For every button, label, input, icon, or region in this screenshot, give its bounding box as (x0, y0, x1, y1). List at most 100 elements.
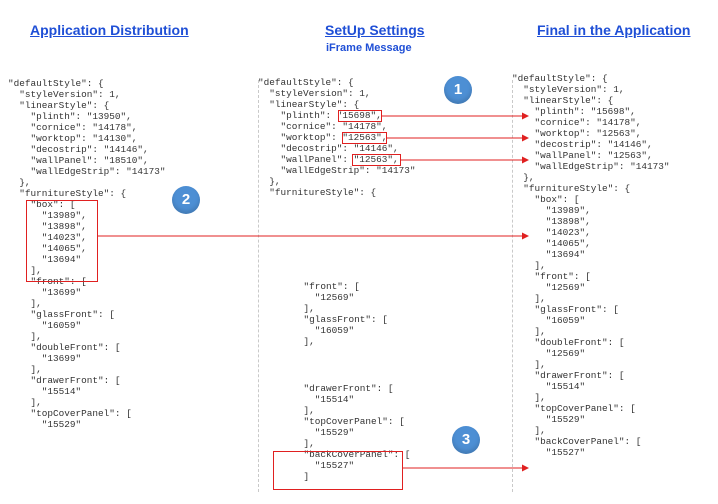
code-line: "glassFront": [ (8, 309, 115, 320)
highlight-plinth-value (338, 110, 382, 122)
code-line: "decostrip": "14146", (258, 143, 399, 154)
code-line: "drawerFront": [ (8, 375, 121, 386)
code-line: "furnitureStyle": { (8, 188, 127, 199)
code-line: "drawerFront": [ (281, 383, 394, 394)
code-line: "16059" (8, 320, 82, 331)
code-line: "wallPanel": "12563", (512, 150, 653, 161)
code-line: "worktop": "12563", (258, 132, 388, 143)
code-line: ], (512, 359, 546, 370)
code-line: "cornice": "14178", (512, 117, 642, 128)
code-line: "14065", (8, 243, 87, 254)
code-line: }, (258, 176, 281, 187)
code-line: "decostrip": "14146", (512, 139, 653, 150)
code-line: "15514" (512, 381, 586, 392)
code-line: "styleVersion": 1, (8, 89, 121, 100)
code-line: "front": [ (281, 281, 360, 292)
header-setup-settings: SetUp Settings (325, 22, 425, 38)
code-line: "15529" (512, 414, 586, 425)
code-line: "defaultStyle": { (512, 73, 608, 84)
code-line: ], (512, 425, 546, 436)
code-line: ], (512, 260, 546, 271)
code-line: ], (8, 364, 42, 375)
code-line: "15514" (8, 386, 82, 397)
code-line: "box": [ (512, 194, 580, 205)
code-line: "13898", (512, 216, 591, 227)
code-line: "furnitureStyle": { (258, 187, 377, 198)
highlight-backcoverpanel (273, 451, 403, 490)
code-line: "15527" (512, 447, 586, 458)
code-line: "backCoverPanel": [ (281, 449, 411, 460)
code-line: "wallEdgeStrip": "14173" (8, 166, 166, 177)
highlight-worktop-value (342, 132, 387, 144)
code-line: "12569" (512, 348, 586, 359)
code-line: ] (281, 471, 310, 482)
code-line: "defaultStyle": { (258, 77, 354, 88)
code-line: "styleVersion": 1, (512, 84, 625, 95)
code-line: "linearStyle": { (512, 95, 614, 106)
code-line: "plinth": "15698", (512, 106, 636, 117)
code-line: ], (281, 303, 315, 314)
code-line: "cornice": "14178", (258, 121, 388, 132)
code-line: ], (281, 405, 315, 416)
code-line: "13699" (8, 353, 82, 364)
code-line: "worktop": "12563", (512, 128, 642, 139)
code-line: "glassFront": [ (512, 304, 619, 315)
code-line: "defaultStyle": { (8, 78, 104, 89)
code-line: "15527" (281, 460, 355, 471)
code-line: }, (512, 172, 535, 183)
code-line: "wallPanel": "12563", (258, 154, 399, 165)
code-line: "topCoverPanel": [ (281, 416, 405, 427)
code-line: "topCoverPanel": [ (8, 408, 132, 419)
code-line: "16059" (512, 315, 586, 326)
step-badge-2: 2 (172, 186, 200, 214)
code-line: "13898", (8, 221, 87, 232)
code-line: "topCoverPanel": [ (512, 403, 636, 414)
code-line: "backCoverPanel": [ (512, 436, 642, 447)
code-line: "14023", (512, 227, 591, 238)
highlight-wallpanel-value (352, 154, 401, 166)
code-line: ], (8, 265, 42, 276)
code-line: "glassFront": [ (281, 314, 388, 325)
code-line: ], (8, 298, 42, 309)
code-line: }, (8, 177, 31, 188)
code-line: "wallEdgeStrip": "14173" (512, 161, 670, 172)
code-line: "13694" (8, 254, 82, 265)
step-badge-1: 1 (444, 76, 472, 104)
code-line: "13989", (8, 210, 87, 221)
code-line: "15529" (8, 419, 82, 430)
header-application-distribution: Application Distribution (30, 22, 189, 38)
subheader-iframe-message: iFrame Message (326, 42, 412, 54)
code-line: "furnitureStyle": { (512, 183, 631, 194)
code-line: "linearStyle": { (258, 99, 360, 110)
header-final-in-application: Final in the Application (537, 22, 691, 38)
code-line: "15514" (281, 394, 355, 405)
code-line: "linearStyle": { (8, 100, 110, 111)
code-line: ], (512, 392, 546, 403)
code-line: "decostrip": "14146", (8, 144, 149, 155)
code-line: "front": [ (512, 271, 591, 282)
code-line: ], (512, 293, 546, 304)
highlight-box-array (26, 200, 98, 282)
code-line: "16059" (281, 325, 355, 336)
code-line: "styleVersion": 1, (258, 88, 371, 99)
left-column-divider (258, 80, 259, 492)
code-line: "13694" (512, 249, 586, 260)
code-line: "plinth": "15698", (258, 110, 382, 121)
code-line: "14023", (8, 232, 87, 243)
code-line: "13699" (8, 287, 82, 298)
code-line: "plinth": "13950", (8, 111, 132, 122)
code-line: ], (281, 438, 315, 449)
code-line: "doubleFront": [ (8, 342, 121, 353)
code-line: "doubleFront": [ (512, 337, 625, 348)
code-line: "worktop": "14130", (8, 133, 138, 144)
code-line: "box": [ (8, 199, 76, 210)
code-line: "13989", (512, 205, 591, 216)
code-line: "cornice": "14178", (8, 122, 138, 133)
right-column-divider (512, 80, 513, 492)
code-line: "wallPanel": "18510", (8, 155, 149, 166)
code-line: ], (512, 326, 546, 337)
code-line: ], (8, 331, 42, 342)
code-line: ], (281, 336, 315, 347)
step-badge-3: 3 (452, 426, 480, 454)
